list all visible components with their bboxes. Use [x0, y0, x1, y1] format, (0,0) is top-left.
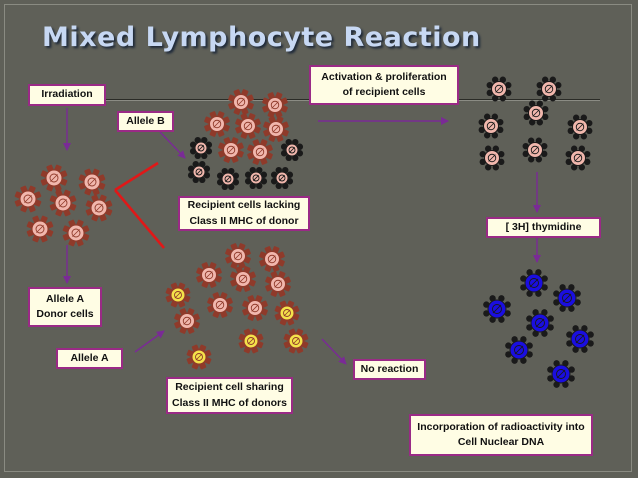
recipient-sharing-line-1: Recipient cell sharing — [175, 381, 284, 394]
thymidine-label: [ 3H] thymidine — [486, 217, 601, 238]
donor-cell — [265, 271, 291, 297]
recipient-cell-b — [189, 136, 213, 160]
activation-label: Activation & proliferation of recipient … — [309, 65, 459, 105]
recipient-sharing-line-2: Class II MHC of donors — [172, 396, 287, 409]
donor-cell — [225, 243, 251, 269]
arrow-no-reaction — [321, 338, 347, 365]
recipient-cell-a — [283, 328, 309, 354]
cells — [14, 76, 594, 388]
slide-frame — [4, 4, 632, 472]
donor-cells-line-2: Donor cells — [36, 308, 94, 320]
donor-cell — [14, 185, 42, 213]
allele-b-label: Allele B — [117, 111, 174, 132]
allele-b-text: Allele B — [126, 114, 165, 127]
recipient-cell-b — [270, 166, 294, 190]
proliferating-cell — [478, 113, 504, 139]
recipient-cell-b — [280, 138, 304, 162]
proliferating-cell — [565, 145, 591, 171]
recipient-lacking-label: Recipient cells lacking Class II MHC of … — [178, 196, 310, 231]
proliferating-cell — [567, 114, 593, 140]
donor-cell — [230, 266, 256, 292]
irradiation-label: Irradiation — [28, 84, 106, 106]
donor-cell — [218, 137, 244, 163]
recipient-cell-a — [238, 328, 264, 354]
recipient-sharing-label: Recipient cell sharing Class II MHC of d… — [166, 377, 293, 414]
incorporation-line-2: Cell Nuclear DNA — [457, 436, 545, 448]
activation-line-2: of recipient cells — [342, 86, 426, 98]
activation-line-1: Activation & proliferation — [321, 70, 447, 83]
allele-a-label: Allele A — [56, 348, 123, 369]
donor-cell — [40, 164, 68, 192]
labeled-cell — [566, 325, 594, 353]
no-reaction-label: No reaction — [353, 359, 426, 380]
donor-cell — [262, 92, 288, 118]
recipient-cell-a — [186, 344, 212, 370]
proliferating-cell — [522, 137, 548, 163]
donor-cell — [49, 189, 77, 217]
connectors — [63, 108, 541, 365]
irradiation-text: Irradiation — [41, 88, 93, 101]
labeled-cell — [553, 284, 581, 312]
donor-cell — [204, 111, 230, 137]
recipient-cell-a — [274, 300, 300, 326]
arrow-allele-a — [134, 330, 165, 353]
donor-cell — [259, 246, 285, 272]
incorporation-label: Incorporation of radioactivity into Cell… — [409, 414, 593, 456]
proliferating-cell — [479, 145, 505, 171]
donor-cell — [26, 215, 54, 243]
donor-cells-line-1: Allele A — [45, 292, 85, 305]
proliferating-cell — [536, 76, 562, 102]
labeled-cell — [505, 336, 533, 364]
arrow-allele-b — [159, 131, 186, 159]
donor-cell — [62, 219, 90, 247]
proliferating-cell — [486, 76, 512, 102]
red-line-lower — [114, 189, 165, 249]
recipient-lacking-line-1: Recipient cells lacking — [187, 199, 301, 212]
labeled-cell — [526, 309, 554, 337]
thymidine-text: [ 3H] thymidine — [505, 220, 582, 233]
proliferating-cell — [523, 100, 549, 126]
donor-cell — [247, 139, 273, 165]
recipient-cell-a — [165, 282, 191, 308]
labeled-cell — [483, 295, 511, 323]
allele-a-text: Allele A — [70, 351, 109, 364]
recipient-cell-b — [187, 160, 211, 184]
donor-cell — [242, 295, 268, 321]
donor-cell — [196, 262, 222, 288]
slide-title: Mixed Lymphocyte Reaction — [42, 22, 481, 53]
recipient-lacking-line-2: Class II MHC of donor — [189, 214, 299, 227]
incorporation-line-1: Incorporation of radioactivity into — [417, 420, 585, 433]
donor-cell — [174, 308, 200, 334]
donor-cell — [207, 292, 233, 318]
red-line-upper — [114, 161, 159, 192]
recipient-cell-b — [244, 166, 268, 190]
recipient-cell-b — [216, 167, 240, 191]
donor-cells-label: Allele A Donor cells — [28, 287, 102, 327]
labeled-cell — [547, 360, 575, 388]
donor-cell — [228, 89, 254, 115]
no-reaction-text: No reaction — [360, 362, 419, 375]
labeled-cell — [520, 269, 548, 297]
donor-cell — [78, 168, 106, 196]
donor-cell — [263, 116, 289, 142]
donor-cell — [85, 194, 113, 222]
donor-cell — [235, 113, 261, 139]
